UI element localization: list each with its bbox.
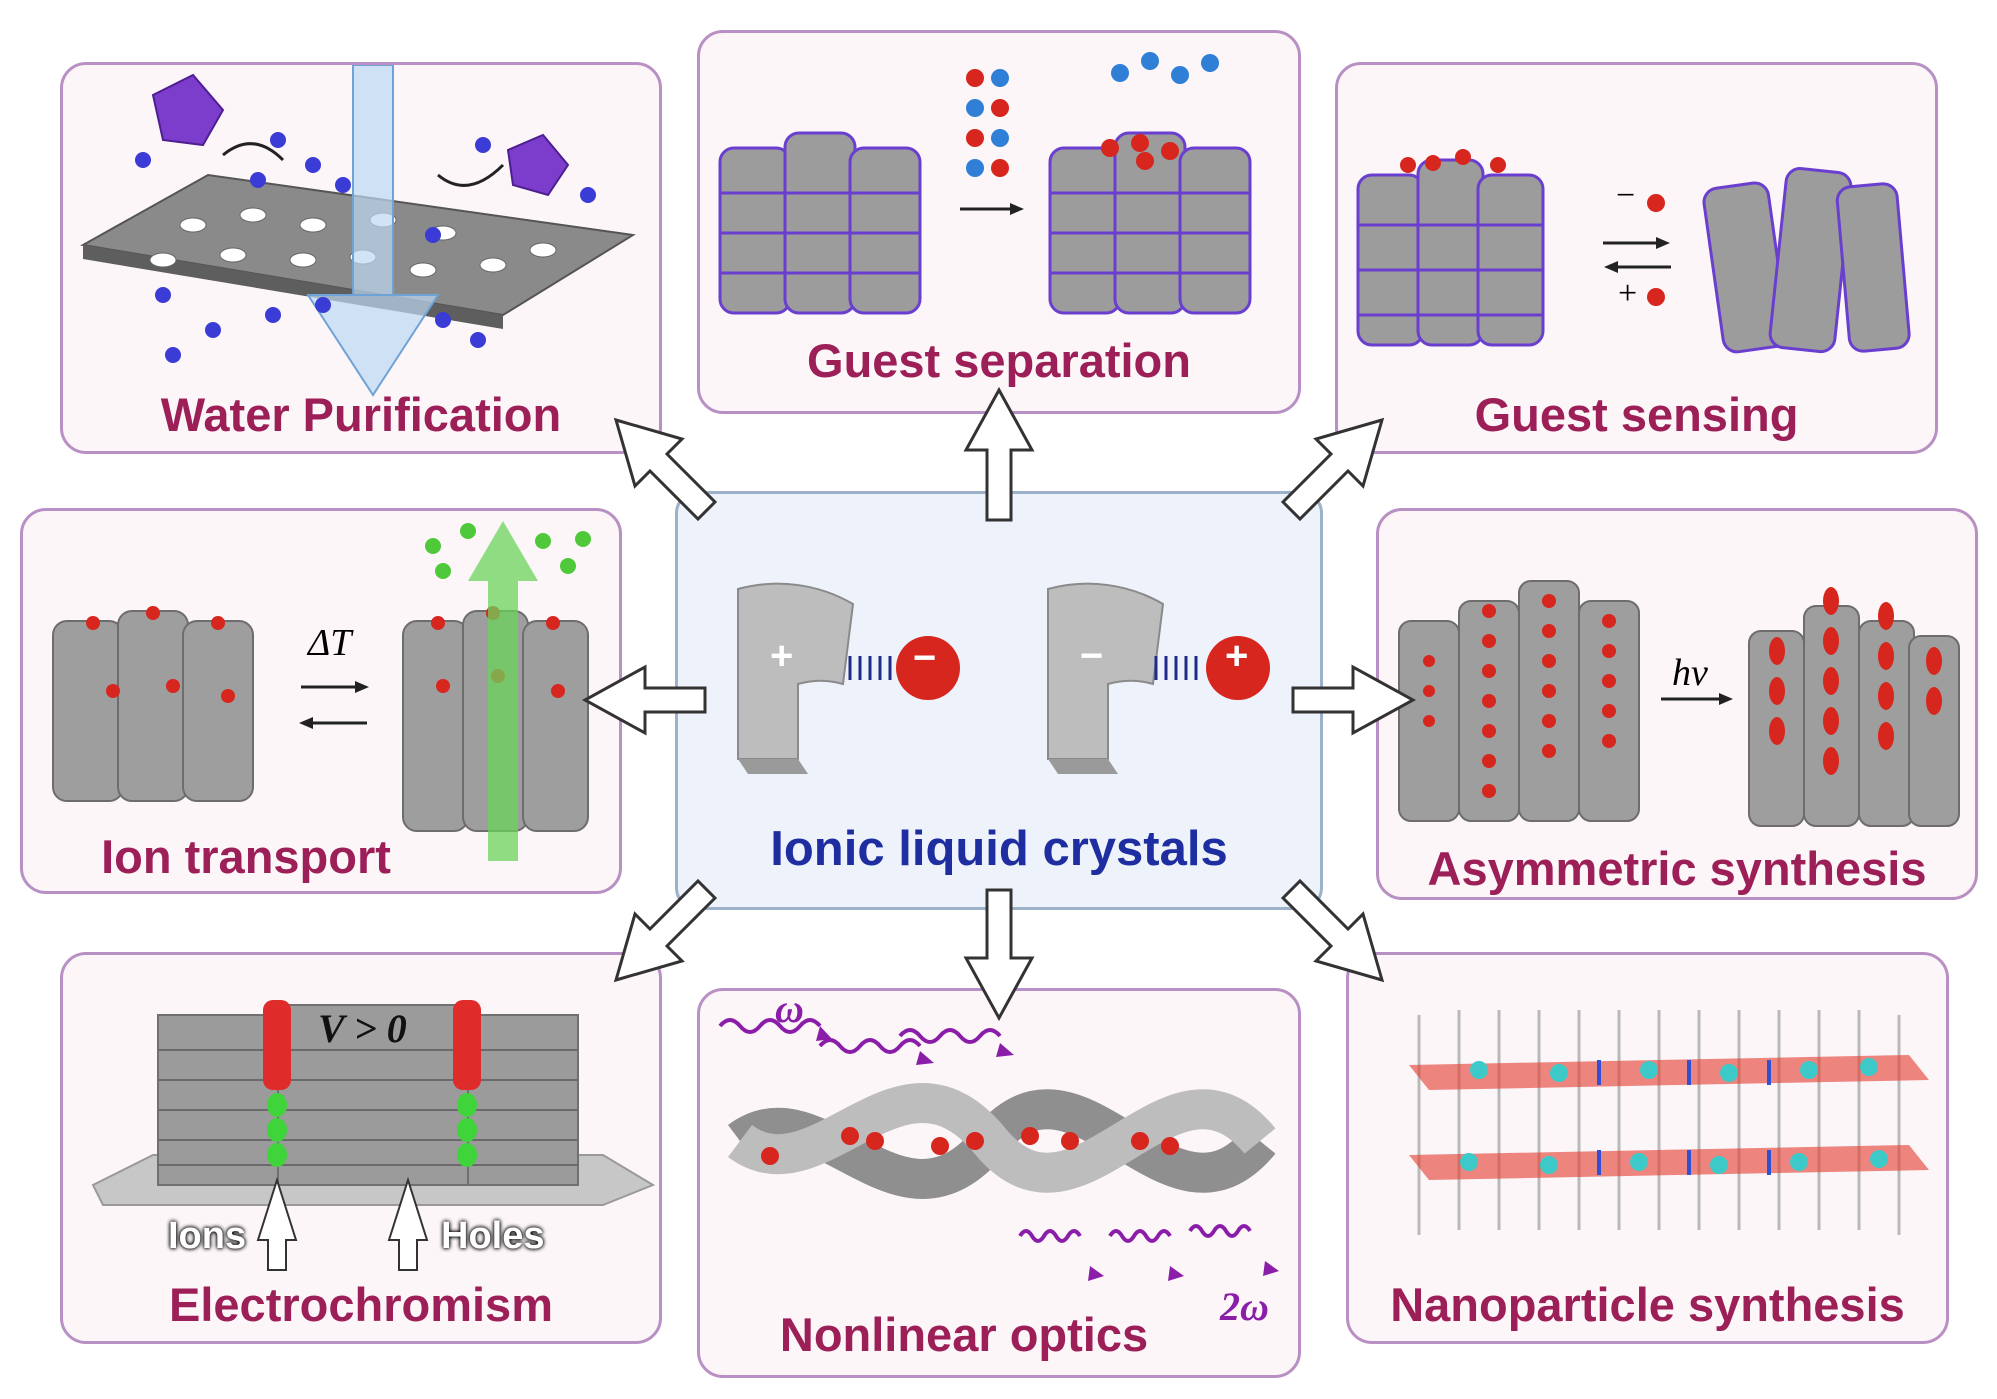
cation-symbol: +	[770, 634, 794, 678]
panel-water-purification: Water Purification	[60, 62, 662, 454]
panel-nonlinear-optics: ω 2ω Nonlinear optics	[697, 988, 1301, 1378]
panel-label: Nanoparticle synthesis	[1390, 1278, 1905, 1331]
ion-transport-illustration	[52, 521, 591, 861]
minus-sign: −	[1616, 177, 1636, 214]
central-panel: + − − + Ionic liquid crystals	[675, 491, 1323, 910]
panel-nanoparticle-synthesis: Nanoparticle synthesis	[1346, 952, 1949, 1344]
two-omega-label: 2ω	[1220, 1284, 1269, 1329]
panel-label: Water Purification	[160, 388, 562, 441]
arrow-up-left	[613, 417, 718, 522]
ion-pair-illustration	[737, 582, 1270, 774]
panel-guest-sensing: − + Guest sensing	[1335, 62, 1938, 454]
omega-label: ω	[775, 988, 804, 1031]
panel-ion-transport: ΔT Ion transport	[20, 508, 622, 894]
arrow-up	[963, 386, 1035, 522]
anion-wedge-symbol: −	[1080, 634, 1104, 678]
arrow-up-right	[1280, 417, 1385, 522]
panel-guest-separation: Guest separation	[697, 30, 1301, 414]
panel-label: Nonlinear optics	[779, 1308, 1149, 1361]
panel-label: Guest sensing	[1474, 388, 1799, 441]
panel-label: Asymmetric synthesis	[1427, 842, 1927, 895]
electrochromism-illustration	[91, 1000, 656, 1271]
holes-label: Holes	[441, 1215, 545, 1257]
columnar-assembly-illustration	[718, 52, 1252, 315]
nanoparticle-illustration	[1409, 1010, 1929, 1235]
plus-sign: +	[1618, 275, 1638, 312]
voltage-label: V > 0	[318, 1006, 407, 1051]
panel-label: Electrochromism	[169, 1278, 553, 1331]
panel-label: Guest separation	[807, 334, 1191, 387]
asymmetric-illustration	[1398, 580, 1960, 827]
arrow-down	[963, 888, 1035, 1022]
hv-label: hv	[1672, 652, 1708, 694]
arrow-right	[1291, 664, 1417, 736]
panel-electrochromism: V > 0 Ions Holes Electrochromism	[60, 952, 662, 1344]
ions-label: Ions	[168, 1215, 247, 1257]
arrow-down-right	[1280, 878, 1385, 983]
arrow-down-left	[613, 878, 718, 983]
cation-ion-symbol: +	[1225, 634, 1249, 678]
arrow-left	[581, 664, 707, 736]
sensing-illustration	[1356, 149, 1911, 354]
membrane-illustration	[80, 65, 636, 397]
nonlinear-optics-illustration	[718, 1018, 1279, 1281]
delta-t-label: ΔT	[308, 622, 352, 664]
anion-symbol: −	[913, 636, 937, 680]
panel-label: Ion transport	[101, 830, 391, 883]
center-title: Ionic liquid crystals	[770, 822, 1228, 876]
panel-asymmetric-synthesis: hv Asymmetric synthesis	[1376, 508, 1978, 900]
